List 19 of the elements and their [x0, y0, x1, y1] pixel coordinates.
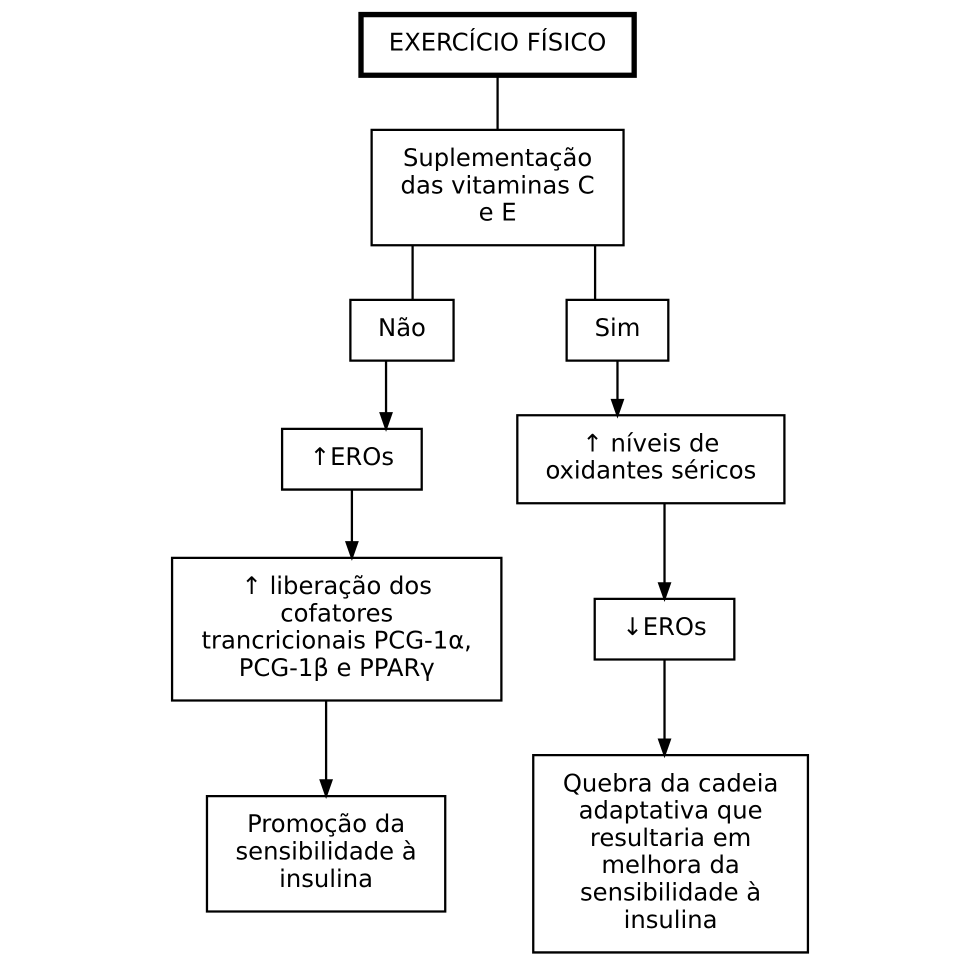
arrow	[379, 360, 393, 432]
node-box: Quebra da cadeia adaptativa que resultaria em melhora da sensibilidade à insulina	[532, 754, 810, 954]
node-box: Não	[349, 298, 455, 362]
arrow	[658, 660, 672, 758]
node-box: Promoção da sensibilidade à insulina	[206, 794, 446, 913]
arrow	[658, 503, 672, 602]
arrow	[319, 700, 334, 799]
arrow	[344, 490, 359, 561]
node-box: Sim	[566, 298, 670, 362]
connector	[496, 76, 499, 130]
arrow	[610, 360, 624, 419]
connector	[411, 246, 414, 300]
node-box: Suplementação das vitaminas C e E	[370, 128, 625, 246]
node-box: EXERCÍCIO FÍSICO	[358, 12, 637, 78]
connector	[594, 246, 596, 300]
node-box: ↑ níveis de oxidantes séricos	[516, 414, 786, 504]
node-box: ↑ liberação dos cofatores trancricionais PCG-1α, PCG-1β e PPARγ	[170, 556, 503, 702]
node-box: ↑EROs	[280, 428, 423, 491]
node-box: ↓EROs	[594, 598, 736, 661]
